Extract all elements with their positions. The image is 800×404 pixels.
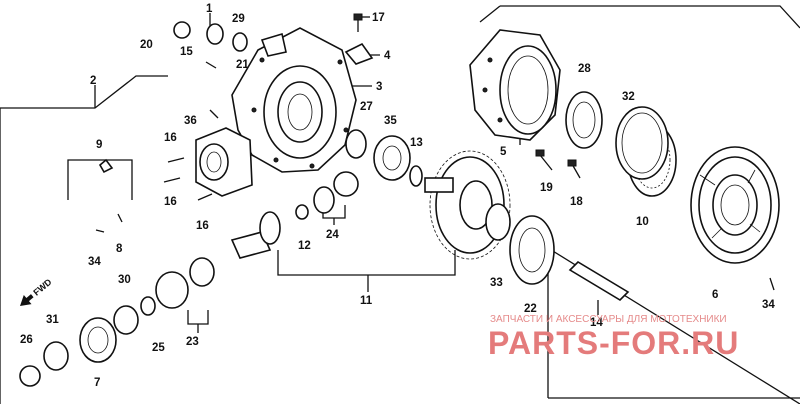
label-18: 18 [570,196,583,208]
label-36: 36 [184,115,197,127]
label-34b: 34 [762,299,775,311]
wheel-hub [690,146,780,264]
label-17: 17 [372,12,385,24]
label-30: 30 [118,274,131,286]
forward-direction-marker: FWD [20,276,54,306]
label-26: 26 [20,334,33,346]
label-27: 27 [360,101,373,113]
watermark: ЗАПЧАСТИ И АКСЕССУАРЫ ДЛЯ МОТОТЕХНИКИ PA… [488,314,739,361]
label-28: 28 [578,63,591,75]
label-16c: 16 [196,220,209,232]
fwd-label: FWD [31,276,54,297]
label-12: 12 [298,240,311,252]
gear-case-cover [469,29,561,141]
label-35: 35 [384,115,397,127]
label-31: 31 [46,314,59,326]
bearings [173,21,677,285]
label-24: 24 [326,229,339,241]
label-1: 1 [206,3,213,15]
label-11: 11 [360,295,373,307]
watermark-tagline: ЗАПЧАСТИ И АКСЕССУАРЫ ДЛЯ МОТОТЕХНИКИ [490,314,727,325]
part-numbers: 1 29 17 20 15 21 4 2 3 27 36 35 16 13 9 … [20,3,775,389]
label-34a: 34 [88,256,101,268]
label-23: 23 [186,336,199,348]
label-13: 13 [410,137,423,149]
label-3: 3 [376,81,382,93]
label-20: 20 [140,39,153,51]
label-6: 6 [712,289,718,301]
bolts [95,13,775,291]
label-9: 9 [96,139,102,151]
label-25: 25 [152,342,165,354]
label-22: 22 [524,303,537,315]
label-16b: 16 [164,196,177,208]
watermark-brand: PARTS-FOR.RU [488,325,739,361]
label-14: 14 [590,317,603,329]
label-33: 33 [490,277,503,289]
label-16a: 16 [164,132,177,144]
label-10: 10 [636,216,649,228]
axle-pin [568,260,630,302]
label-7: 7 [94,377,100,389]
label-29: 29 [232,13,245,25]
label-15: 15 [180,46,193,58]
label-32: 32 [622,91,635,103]
final-gear-case [195,27,357,197]
label-21: 21 [236,59,249,71]
label-5: 5 [500,146,507,158]
label-2: 2 [90,75,96,87]
label-4: 4 [384,50,391,62]
label-19: 19 [540,182,553,194]
label-8: 8 [116,243,123,255]
pinion-assembly [19,211,281,387]
